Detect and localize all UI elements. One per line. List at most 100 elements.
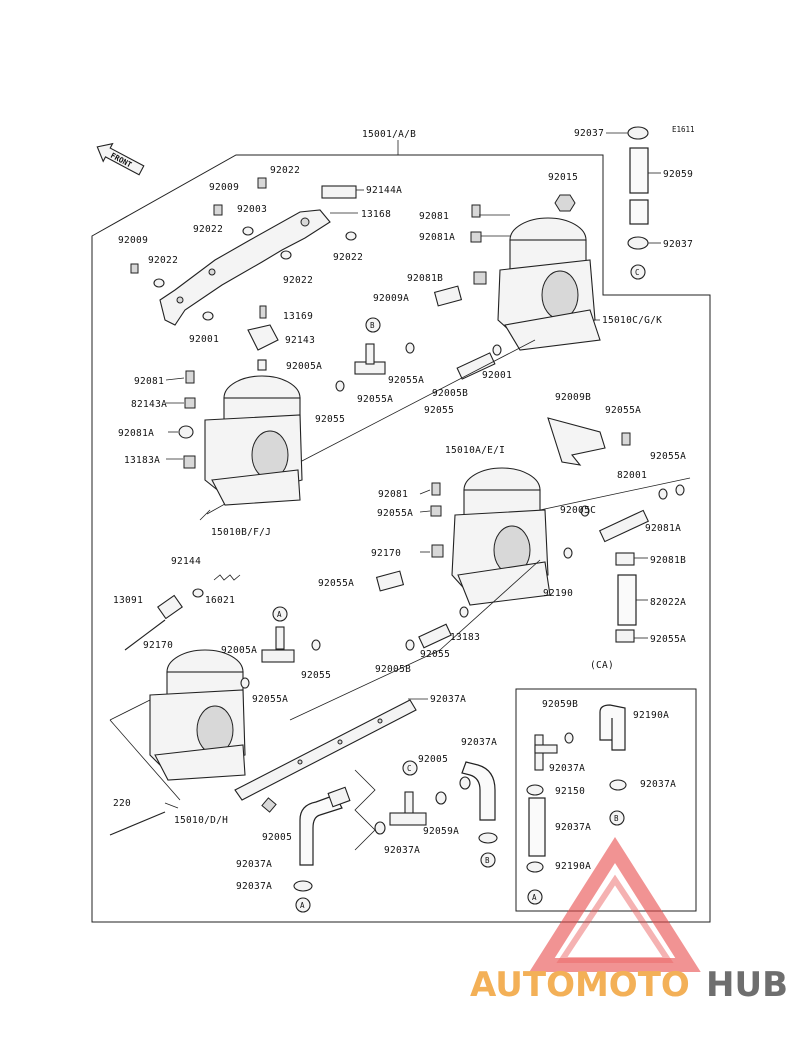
- part-label: 92009: [209, 182, 239, 193]
- svg-text:C: C: [407, 764, 412, 773]
- part-label: 13091: [113, 595, 143, 606]
- part-label: 220: [113, 798, 131, 809]
- leader-lines: [109, 132, 661, 809]
- part-label: 92190A: [555, 861, 591, 872]
- svg-text:B: B: [485, 856, 490, 865]
- part-label: 92005B: [375, 664, 411, 675]
- part-label: 82022A: [650, 597, 686, 608]
- part-label: 92037A: [640, 779, 676, 790]
- joint-92005C: [563, 484, 685, 559]
- part-label: 92150: [555, 786, 585, 797]
- carburetor-4: [433, 194, 601, 351]
- part-label: 92005B: [432, 388, 468, 399]
- label-carb-1: 15010/D/H: [174, 815, 228, 826]
- figure-code: E1611: [672, 125, 695, 134]
- part-label: 92055A: [388, 375, 424, 386]
- part-label: 92055A: [318, 578, 354, 589]
- part-label: 92022: [270, 165, 300, 176]
- part-label: 92005: [262, 832, 292, 843]
- part-label: 92037A: [236, 881, 272, 892]
- pilot-screw-16021: [124, 574, 241, 651]
- part-label: 92001: [482, 370, 512, 381]
- svg-text:C: C: [635, 268, 640, 277]
- part-label: 92037A: [236, 859, 272, 870]
- part-label: 92055: [301, 670, 331, 681]
- part-label: 92081A: [118, 428, 154, 439]
- ca-group-box: [515, 688, 697, 912]
- svg-text:B: B: [370, 321, 375, 330]
- part-label: 92015: [548, 172, 578, 183]
- watermark-logo: AUTOMOTO HUB: [470, 836, 788, 1005]
- svg-text:A: A: [277, 610, 282, 619]
- part-label: 92081: [378, 489, 408, 500]
- throttle-stop-13169: [247, 305, 279, 371]
- part-label: 13168: [361, 209, 391, 220]
- break-line: [354, 769, 376, 851]
- carburetor-1: [149, 649, 246, 781]
- part-label: 92144A: [366, 185, 402, 196]
- linkage-bracket-13168: [159, 209, 331, 326]
- part-label: 92037A: [384, 845, 420, 856]
- part-label: 92144: [171, 556, 201, 567]
- part-label: 82143A: [131, 399, 167, 410]
- part-label: 13169: [283, 311, 313, 322]
- svg-text:A: A: [532, 893, 537, 902]
- part-label: 13183: [450, 632, 480, 643]
- part-label: 92022: [193, 224, 223, 235]
- carburetor-3: [375, 467, 551, 606]
- front-arrow: FRONT: [96, 142, 145, 176]
- svg-text:B: B: [614, 814, 619, 823]
- hose-92190A-left: A: [293, 786, 351, 913]
- label-carb-set: 15001/A/B: [362, 129, 416, 140]
- joint-92005-c: C: [374, 760, 447, 835]
- part-label: 92081A: [419, 232, 455, 243]
- part-labels: 92037 92059 92037 92015 92022 92009 9200…: [113, 128, 693, 892]
- part-label: 92055A: [650, 451, 686, 462]
- part-label: 92022: [283, 275, 313, 286]
- part-label: 92059A: [423, 826, 459, 837]
- part-label: 92170: [143, 640, 173, 651]
- part-label: 92055: [424, 405, 454, 416]
- assembly-outline: [91, 154, 711, 923]
- part-label: 92009B: [555, 392, 591, 403]
- part-label: 92190A: [633, 710, 669, 721]
- part-label: 92081: [134, 376, 164, 387]
- svg-text:A: A: [300, 901, 305, 910]
- part-label: 92143: [285, 335, 315, 346]
- label-carb-2: 15010B/F/J: [211, 527, 271, 538]
- part-label: 92190: [543, 588, 573, 599]
- part-label: 82001: [617, 470, 647, 481]
- small-hardware-top: [130, 177, 357, 321]
- fuel-hose-92190: [615, 552, 637, 643]
- part-label: 92009A: [373, 293, 409, 304]
- screw-92150: [109, 811, 166, 836]
- part-label: 92170: [371, 548, 401, 559]
- joint-92005A-bottom: A: [240, 606, 469, 689]
- part-label: 92037A: [549, 763, 585, 774]
- callout-c-top: C: [635, 268, 640, 277]
- part-label: 92059: [663, 169, 693, 180]
- joint-92005A-top: [335, 342, 502, 392]
- watermark-text-2: HUB: [706, 965, 788, 1005]
- part-label: 13183A: [124, 455, 160, 466]
- vent-hose-92059: [627, 126, 649, 280]
- part-label: 92005A: [286, 361, 322, 372]
- bracket-13183A: [547, 417, 631, 466]
- part-label: 92055: [420, 649, 450, 660]
- part-label: 92005: [418, 754, 448, 765]
- part-label: 92037: [663, 239, 693, 250]
- part-label: 92055A: [605, 405, 641, 416]
- part-label: 92005A: [221, 645, 257, 656]
- label-carb-4: 15010C/G/K: [602, 315, 662, 326]
- ca-group-parts: B A: [526, 704, 627, 905]
- part-label: 92037A: [430, 694, 466, 705]
- part-label: 92009: [118, 235, 148, 246]
- part-label: 92055: [315, 414, 345, 425]
- hose-92190A-right: B: [459, 761, 498, 868]
- part-label: 92005C: [560, 505, 596, 516]
- part-label: 92081: [419, 211, 449, 222]
- part-label: 92055A: [357, 394, 393, 405]
- part-label: 92037A: [461, 737, 497, 748]
- carburetor-2: [178, 370, 303, 506]
